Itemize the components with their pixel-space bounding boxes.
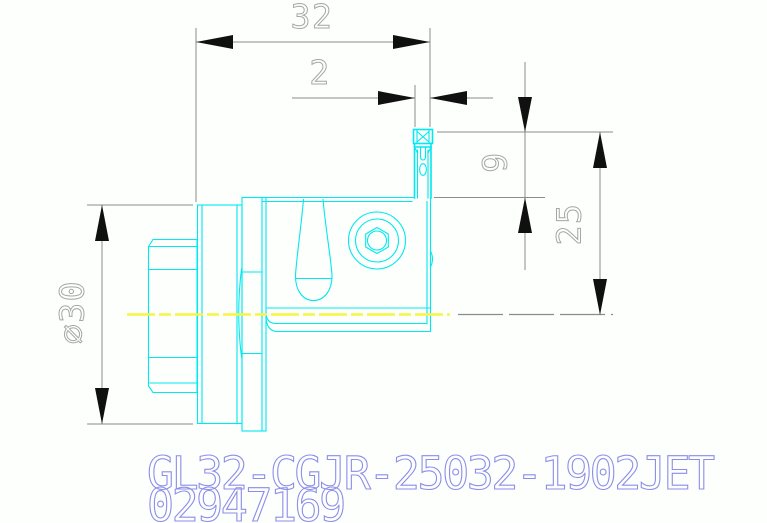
arrow-down-icon [518, 97, 532, 132]
torx-clamp-screw [347, 211, 407, 270]
order-number-text: 02947169 [147, 479, 344, 523]
neck-curve [238, 268, 243, 358]
arrow-left-icon [196, 35, 233, 49]
dim-insert-width-text: 2 [309, 53, 330, 92]
arrow-down-icon [593, 279, 607, 315]
arrow-up-icon [518, 197, 532, 233]
dimension-center-height: 25 [458, 132, 613, 316]
insert-cap [412, 128, 434, 145]
torx-socket-icon [365, 226, 389, 255]
dimension-insert-width: 2 [292, 53, 493, 127]
arrow-down-icon [95, 388, 109, 424]
dim-shank-diameter-text: ⌀30 [53, 280, 92, 344]
coolant-slot [294, 198, 333, 302]
blade-slot [419, 163, 427, 176]
dim-center-height-text: 25 [550, 203, 589, 246]
dimension-tip-height: 9 [434, 62, 613, 270]
dimension-overall-length: 32 [195, 0, 431, 202]
part-number-text: GL32-CGJR-25032-1902JET [147, 447, 715, 500]
dim-tip-height-text: 9 [476, 151, 515, 172]
insert-blade [412, 128, 434, 199]
tool-side-view [127, 128, 450, 432]
arrow-right-icon [393, 35, 430, 49]
arrow-up-icon [95, 205, 109, 241]
arrow-left-icon [430, 91, 467, 105]
edge-notch [429, 250, 434, 268]
clamping-stub [147, 238, 198, 394]
arrow-up-icon [593, 132, 607, 168]
dim-overall-length-text: 32 [291, 0, 334, 36]
arrow-right-icon [378, 91, 415, 105]
tool-body [241, 196, 434, 333]
dimension-shank-diameter: ⌀30 [52, 204, 193, 425]
